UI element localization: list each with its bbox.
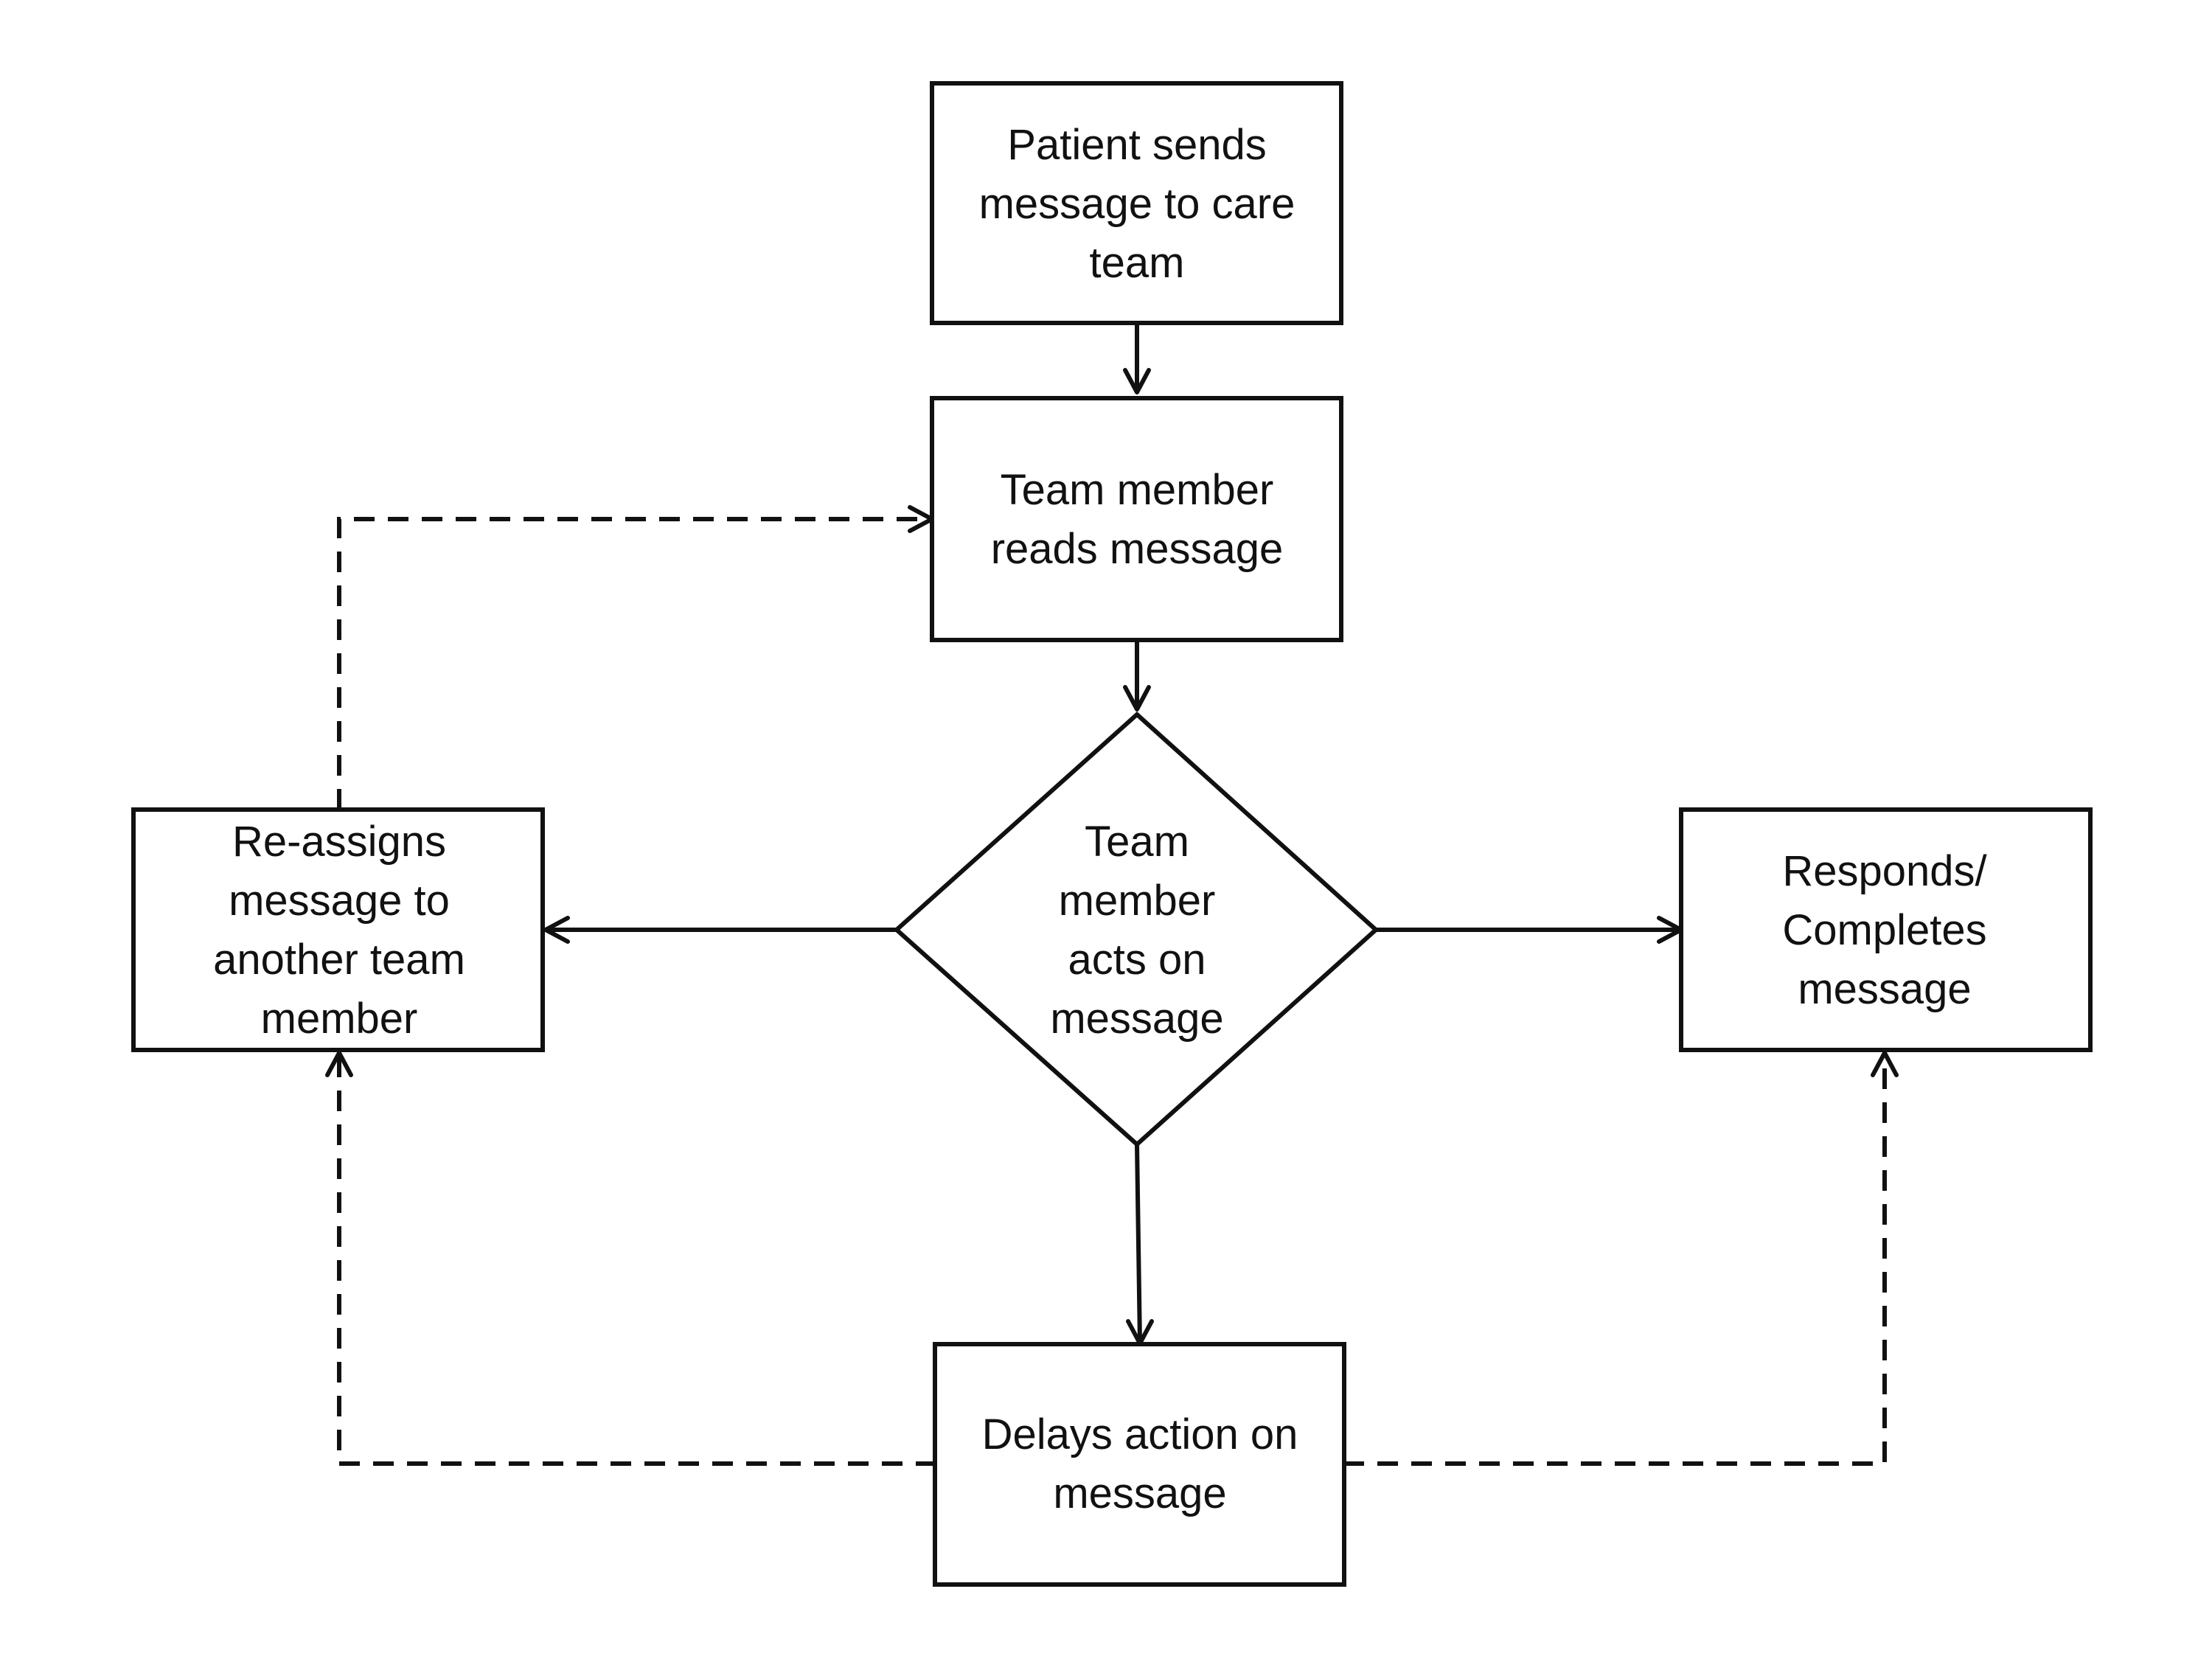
node-label-line: Patient sends (1007, 121, 1266, 169)
node-label-line: member (261, 995, 418, 1043)
node-patient-sends: Patient sends message to care team (930, 81, 1343, 325)
node-label-line: message (1053, 1470, 1226, 1517)
node-label-line: team (1090, 239, 1185, 287)
node-delays: Delays action on message (933, 1342, 1346, 1587)
node-label-line: message to care (979, 180, 1295, 228)
node-responds-text: Responds/Completes message (1782, 847, 1987, 1013)
node-delays-text: Delays action on message (982, 1411, 1298, 1517)
edge-reassigns-to-reads-dashed (337, 505, 934, 810)
node-label-line: Delays action on (982, 1411, 1298, 1458)
node-team-reads: Team member reads message (930, 396, 1343, 642)
node-label-line: Re-assigns (232, 818, 446, 866)
edge-delays-to-reassigns-dashed (325, 1051, 936, 1466)
node-label-line: member (1059, 877, 1216, 925)
node-label-line: Responds/ (1782, 847, 1987, 895)
node-label-line: Completes (1782, 906, 1986, 954)
node-label-line: Team (1085, 818, 1189, 866)
node-label-line: another team (213, 936, 465, 984)
node-reassigns-text: Re-assigns message to another team member (213, 818, 465, 1043)
node-label-line: reads message (991, 525, 1284, 573)
edge-acts-to-responds (1376, 916, 1683, 944)
edge-acts-to-delays (1126, 1144, 1154, 1346)
node-label-line: Team member (1001, 466, 1274, 514)
edge-delays-to-responds-dashed (1343, 1051, 1899, 1466)
node-team-acts-decision: Team member acts on message (893, 711, 1380, 1148)
node-label-line: acts on (1068, 936, 1206, 984)
node-team-acts-text: Team member acts on message (1050, 818, 1223, 1043)
node-responds: Responds/Completes message (1679, 807, 2093, 1052)
node-label-line: message (1050, 995, 1223, 1043)
edge-acts-to-reassigns (543, 916, 897, 944)
node-reassigns: Re-assigns message to another team member (131, 807, 545, 1052)
edge-reads-to-acts (1123, 640, 1151, 712)
node-label-line: message to (229, 877, 450, 925)
node-patient-sends-text: Patient sends message to care team (979, 121, 1295, 287)
node-label-line: message (1798, 965, 1971, 1013)
edge-patient-to-reads (1123, 323, 1151, 394)
node-team-reads-text: Team member reads message (991, 466, 1284, 573)
